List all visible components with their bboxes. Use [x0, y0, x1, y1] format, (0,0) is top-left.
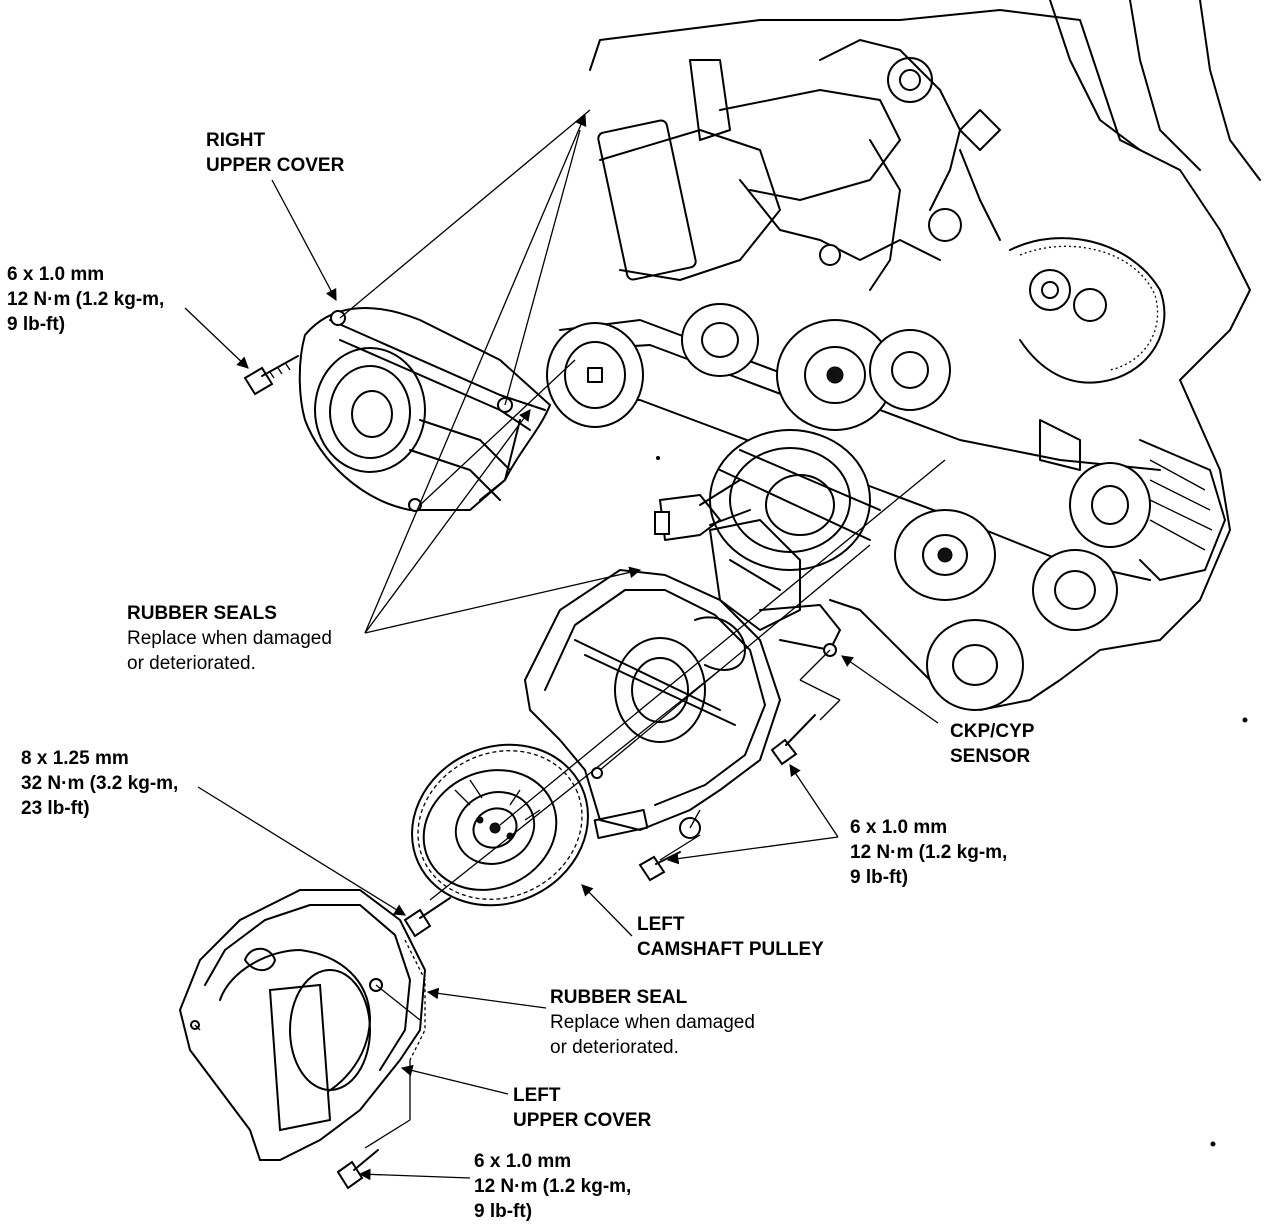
label-line: 23 lb-ft) — [21, 798, 90, 819]
label-line: UPPER COVER — [206, 155, 345, 176]
label-line: UPPER COVER — [513, 1110, 652, 1131]
label-line: 6 x 1.0 mm — [7, 264, 105, 285]
label-title: RUBBER SEAL — [550, 987, 688, 1008]
label-line: LEFT — [637, 914, 685, 935]
label-bolt-top-left: 6 x 1.0 mm 12 N·m (1.2 kg-m, 9 lb-ft) — [7, 262, 164, 337]
label-rubber-seal: RUBBER SEAL Replace when damaged or dete… — [550, 985, 755, 1060]
label-line: 12 N·m (1.2 kg-m, — [850, 842, 1008, 863]
bolt-camshaft — [403, 897, 451, 938]
label-bolt-camshaft: 8 x 1.25 mm 32 N·m (3.2 kg-m, 23 lb-ft) — [21, 746, 178, 821]
label-line: 6 x 1.0 mm — [850, 817, 948, 838]
label-left-upper-cover: LEFT UPPER COVER — [513, 1083, 651, 1133]
label-left-camshaft-pulley: LEFT CAMSHAFT PULLEY — [637, 912, 824, 962]
label-line: 9 lb-ft) — [850, 867, 909, 888]
label-line: 8 x 1.25 mm — [21, 748, 129, 769]
right-upper-cover — [298, 307, 552, 512]
label-line: CKP/CYP — [950, 721, 1035, 742]
bolt-bottom — [336, 1149, 379, 1190]
label-ckp-cyp-sensor: CKP/CYP SENSOR — [950, 719, 1034, 769]
leader-lines — [184, 113, 939, 1181]
label-line: RIGHT — [206, 130, 266, 151]
label-note: Replace when damaged — [127, 628, 332, 649]
label-line: 9 lb-ft) — [474, 1201, 533, 1222]
label-line: 12 N·m (1.2 kg-m, — [7, 289, 165, 310]
bolt-ckp — [770, 714, 816, 766]
label-rubber-seals: RUBBER SEALS Replace when damaged or det… — [127, 601, 332, 676]
engine-assembly — [546, 0, 1261, 711]
bolt-middle-right — [638, 851, 681, 882]
label-bolt-middle-right: 6 x 1.0 mm 12 N·m (1.2 kg-m, 9 lb-ft) — [850, 815, 1007, 890]
label-right-upper-cover: RIGHT UPPER COVER — [206, 128, 344, 178]
label-note: Replace when damaged — [550, 1012, 755, 1033]
label-note: or deteriorated. — [127, 653, 256, 674]
label-line: 9 lb-ft) — [7, 314, 66, 335]
label-bolt-bottom: 6 x 1.0 mm 12 N·m (1.2 kg-m, 9 lb-ft) — [474, 1149, 631, 1224]
bolt-top-left — [243, 355, 299, 396]
label-line: SENSOR — [950, 746, 1031, 767]
label-note: or deteriorated. — [550, 1037, 679, 1058]
left-upper-cover — [178, 889, 427, 1161]
label-line: LEFT — [513, 1085, 561, 1106]
label-line: 12 N·m (1.2 kg-m, — [474, 1176, 632, 1197]
alignment-lines — [194, 109, 946, 1149]
label-line: 6 x 1.0 mm — [474, 1151, 572, 1172]
label-line: CAMSHAFT PULLEY — [637, 939, 824, 960]
label-line: 32 N·m (3.2 kg-m, — [21, 773, 179, 794]
label-title: RUBBER SEALS — [127, 603, 277, 624]
